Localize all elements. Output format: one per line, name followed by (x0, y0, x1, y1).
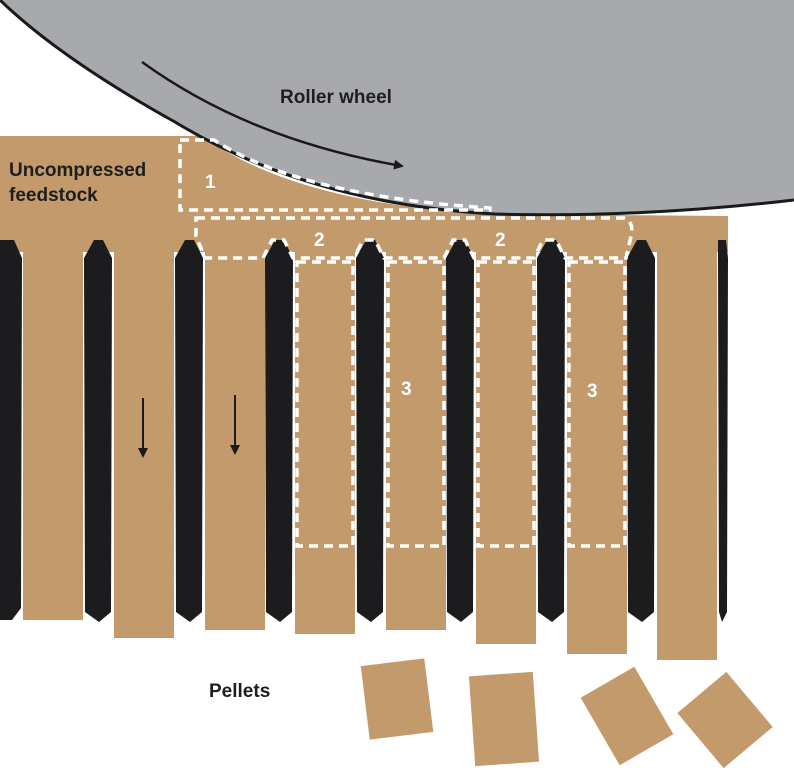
feedstock-label-line2: feedstock (9, 185, 98, 206)
die-tooth-0 (0, 240, 22, 620)
zone-1-outline (178, 138, 492, 212)
channel-1 (23, 240, 83, 620)
die-tooth-2 (175, 240, 203, 622)
pellets (360, 658, 773, 769)
zone-2-outline (194, 216, 634, 260)
pellet-3 (580, 666, 674, 766)
feedstock-compression-zone (0, 136, 728, 252)
channel-6 (476, 240, 536, 644)
channel-5 (386, 240, 446, 630)
feedstock-label-line1: Uncompressed (9, 160, 146, 181)
channel-8 (657, 240, 717, 660)
channel-7 (567, 240, 627, 654)
zone-3-outline-2 (386, 260, 446, 548)
pellet-1 (360, 658, 434, 740)
zone-2-label-1: 2 (314, 230, 325, 251)
roller-wheel (0, 0, 794, 215)
zone-1-label: 1 (205, 172, 216, 193)
die-tooth-4 (356, 240, 384, 622)
zone-3-outline-1 (295, 260, 355, 548)
zone-2-label-2: 2 (495, 230, 506, 251)
die-tooth-1 (84, 240, 112, 622)
die-tooth-3 (265, 240, 293, 622)
feedstock-block (0, 136, 210, 240)
die-tooth-5 (446, 240, 474, 622)
zone-3-outline-4 (567, 260, 627, 548)
die-tooth-8 (718, 240, 728, 622)
pellet-2 (468, 671, 540, 767)
die-teeth (0, 240, 728, 622)
channel-4 (295, 240, 355, 634)
zone-3-label-2: 3 (587, 381, 598, 402)
die-tooth-7 (627, 240, 655, 622)
rotation-arrow-icon (141, 60, 404, 170)
zone-3-outline-3 (476, 260, 536, 548)
die-channels (23, 240, 717, 660)
roller-wheel-label: Roller wheel (280, 87, 392, 108)
pellet-4 (677, 671, 773, 769)
die-tooth-6 (537, 240, 565, 622)
zone-3-label-1: 3 (401, 379, 412, 400)
pellets-label: Pellets (209, 681, 270, 702)
roller-wheel-edge (0, 0, 794, 217)
